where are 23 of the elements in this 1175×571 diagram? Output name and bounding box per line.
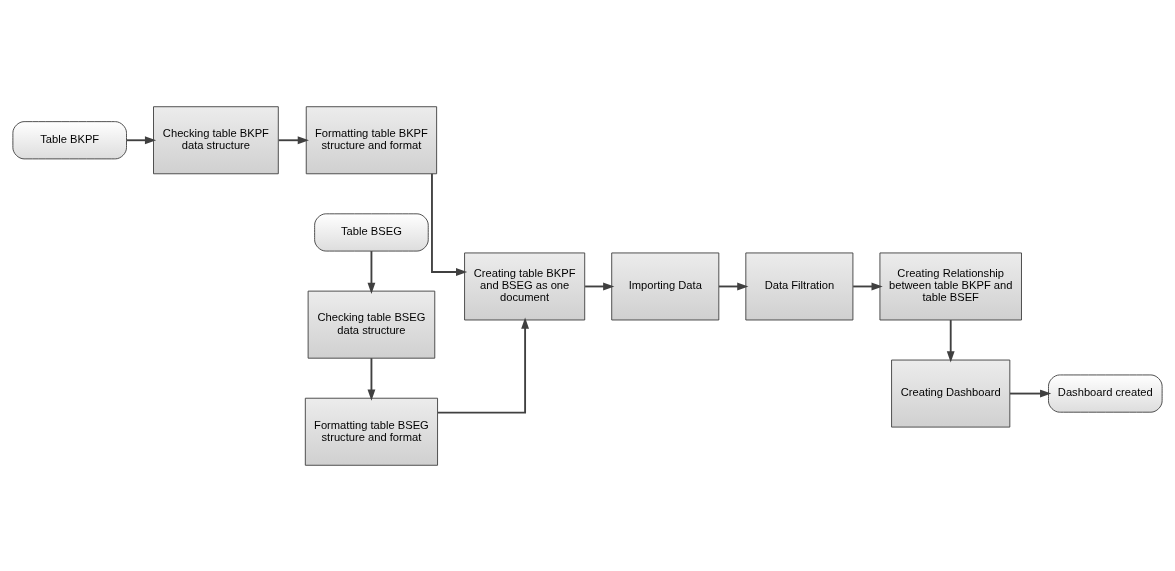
node-box: Table BSEG: [314, 212, 429, 252]
arrow: [946, 318, 955, 363]
node-box: Table BKPF: [12, 120, 127, 159]
node-box: Dashboard created: [1048, 373, 1163, 413]
node-box: Checking table BSEG data structure: [307, 290, 436, 359]
node-box: Importing Data: [611, 251, 720, 320]
node-box: Formatting table BSEG structure and format: [304, 397, 439, 466]
arrow: [1009, 389, 1052, 397]
arrow: [852, 282, 883, 290]
arrow: [277, 135, 309, 144]
node-box: Creating table BKPF and BSEG as one document: [464, 251, 586, 320]
node-box: Creating Relationship between table BKPF and table BSEF: [879, 251, 1022, 320]
arrow: [431, 172, 468, 276]
node-box: Data Filtration: [745, 251, 854, 320]
arrow: [437, 316, 530, 414]
arrow: [367, 356, 376, 401]
node-box: Formatting table BKPF structure and format: [305, 105, 438, 174]
arrow: [125, 135, 157, 144]
node-box: Creating Dashboard: [891, 359, 1011, 428]
arrow: [367, 249, 376, 294]
node-box: Checking table BKPF data structure: [153, 105, 279, 174]
arrow: [584, 282, 615, 290]
arrow: [718, 282, 749, 290]
